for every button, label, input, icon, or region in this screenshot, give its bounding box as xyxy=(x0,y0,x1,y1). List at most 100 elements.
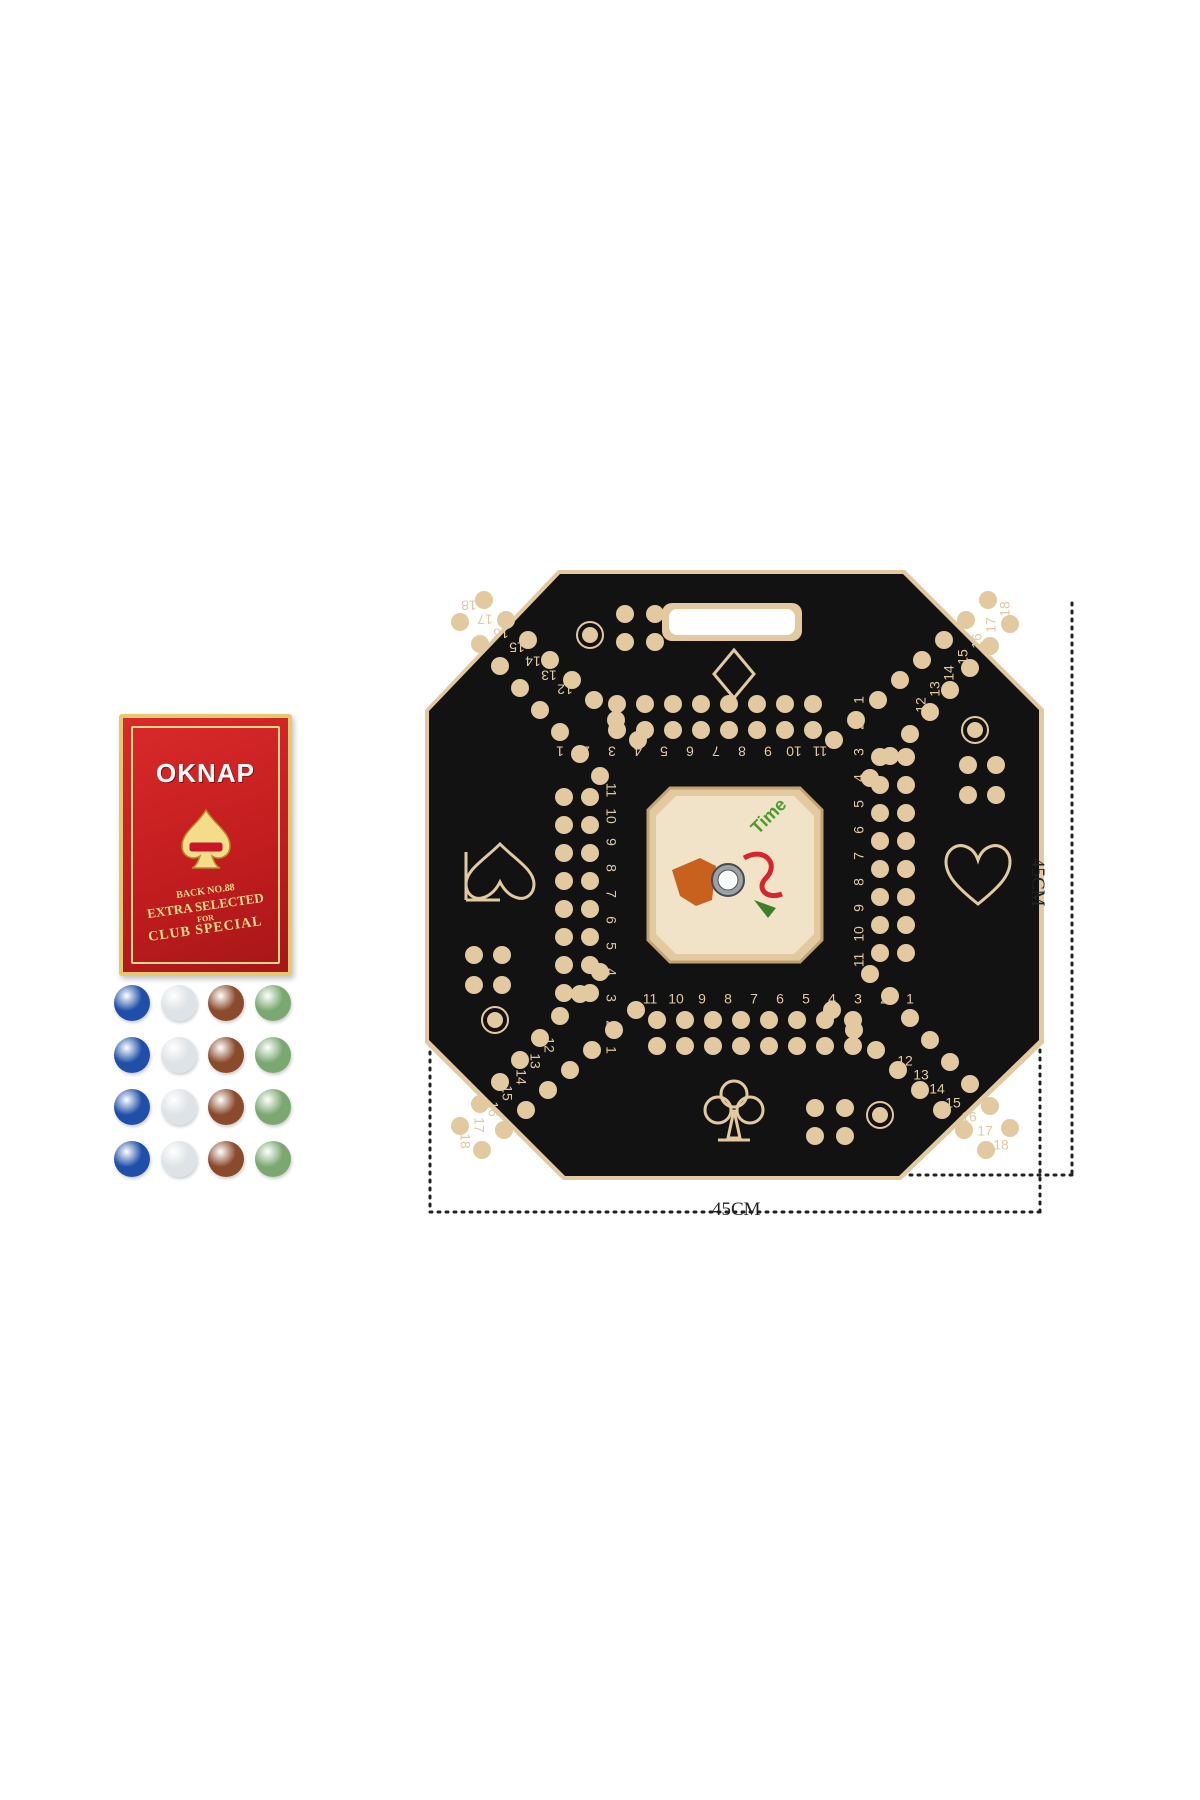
peg-hole xyxy=(981,637,999,655)
peg-hole xyxy=(959,756,977,774)
track-number: 8 xyxy=(724,991,732,1007)
height-dimension-label: 45CM xyxy=(1027,858,1048,907)
peg-hole xyxy=(519,631,537,649)
peg-hole xyxy=(897,776,915,794)
peg-hole xyxy=(571,745,589,763)
peg-hole xyxy=(901,1009,919,1027)
spade-suit-icon xyxy=(464,841,536,902)
peg-hole xyxy=(941,681,959,699)
track-number: 18 xyxy=(993,1137,1009,1153)
track-number: 17 xyxy=(477,611,493,627)
peg-hole xyxy=(581,844,599,862)
track-number: 14 xyxy=(513,1069,529,1085)
peg-hole xyxy=(760,1037,778,1055)
track-number: 10 xyxy=(786,743,802,759)
track-number: 13 xyxy=(927,681,943,697)
track-number: 10 xyxy=(851,926,867,942)
track-number: 9 xyxy=(851,904,867,912)
peg-hole xyxy=(732,1011,750,1029)
peg-hole xyxy=(913,651,931,669)
peg-hole xyxy=(845,1021,863,1039)
peg-hole xyxy=(473,1141,491,1159)
track-number: 7 xyxy=(603,890,619,898)
track-number: 5 xyxy=(603,942,619,950)
marble xyxy=(114,1037,150,1073)
marble xyxy=(161,1037,197,1073)
track-number: 2 xyxy=(880,991,888,1007)
card-box-border xyxy=(131,726,280,964)
track-number: 7 xyxy=(712,743,720,759)
peg-hole xyxy=(493,976,511,994)
track-number: 9 xyxy=(764,743,772,759)
peg-hole xyxy=(836,1127,854,1145)
track-number: 18 xyxy=(461,597,477,613)
peg-hole xyxy=(732,1037,750,1055)
peg-hole xyxy=(871,944,889,962)
width-dimension-label: 45CM xyxy=(712,1199,761,1220)
marble xyxy=(114,985,150,1021)
peg-hole xyxy=(961,659,979,677)
track-number: 6 xyxy=(776,991,784,1007)
track-number: 16 xyxy=(961,1109,977,1125)
peg-hole xyxy=(720,695,738,713)
peg-hole xyxy=(585,691,603,709)
peg-hole xyxy=(891,671,909,689)
track-number: 8 xyxy=(851,878,867,886)
track-number: 1 xyxy=(906,991,914,1007)
peg-hole xyxy=(581,872,599,890)
track-number: 12 xyxy=(541,1037,557,1053)
peg-hole xyxy=(760,1011,778,1029)
track-number: 8 xyxy=(738,743,746,759)
track-number: 7 xyxy=(750,991,758,1007)
track-number: 5 xyxy=(660,743,668,759)
peg-hole xyxy=(495,1121,513,1139)
peg-hole xyxy=(921,1031,939,1049)
track-number: 3 xyxy=(851,748,867,756)
peg-hole xyxy=(955,1121,973,1139)
peg-hole xyxy=(861,769,879,787)
track-number: 13 xyxy=(541,667,557,683)
peg-hole xyxy=(491,657,509,675)
peg-hole xyxy=(646,605,664,623)
home-hole xyxy=(487,1012,503,1028)
peg-hole xyxy=(571,985,589,1003)
track-number: 6 xyxy=(603,916,619,924)
peg-hole xyxy=(465,976,483,994)
track-number: 11 xyxy=(851,953,867,968)
track-number: 9 xyxy=(698,991,706,1007)
track-number: 5 xyxy=(802,991,810,1007)
peg-hole xyxy=(475,591,493,609)
peg-hole xyxy=(871,916,889,934)
track-number: 11 xyxy=(603,783,619,798)
card-box-brand: OKNAP xyxy=(156,758,255,788)
peg-hole xyxy=(804,721,822,739)
track-number: 4 xyxy=(828,991,836,1007)
peg-hole xyxy=(897,804,915,822)
peg-hole xyxy=(692,695,710,713)
peg-hole xyxy=(561,1061,579,1079)
peg-hole xyxy=(692,721,710,739)
track-number: 4 xyxy=(634,743,642,759)
peg-hole xyxy=(720,721,738,739)
peg-hole xyxy=(629,731,647,749)
peg-hole xyxy=(616,633,634,651)
peg-hole xyxy=(897,748,915,766)
track-number: 18 xyxy=(457,1133,473,1149)
home-ring xyxy=(961,716,989,744)
peg-hole xyxy=(957,611,975,629)
peg-hole xyxy=(881,987,899,1005)
peg-hole xyxy=(581,900,599,918)
track-number: 16 xyxy=(485,1101,501,1117)
marble xyxy=(114,1089,150,1125)
peg-hole xyxy=(541,651,559,669)
peg-hole xyxy=(941,1053,959,1071)
peg-hole xyxy=(977,1141,995,1159)
track-number: 1 xyxy=(603,1046,619,1054)
track-number: 3 xyxy=(603,994,619,1002)
track-number: 8 xyxy=(603,864,619,872)
peg-hole xyxy=(555,872,573,890)
peg-hole xyxy=(607,711,625,729)
track-number: 4 xyxy=(603,968,619,976)
